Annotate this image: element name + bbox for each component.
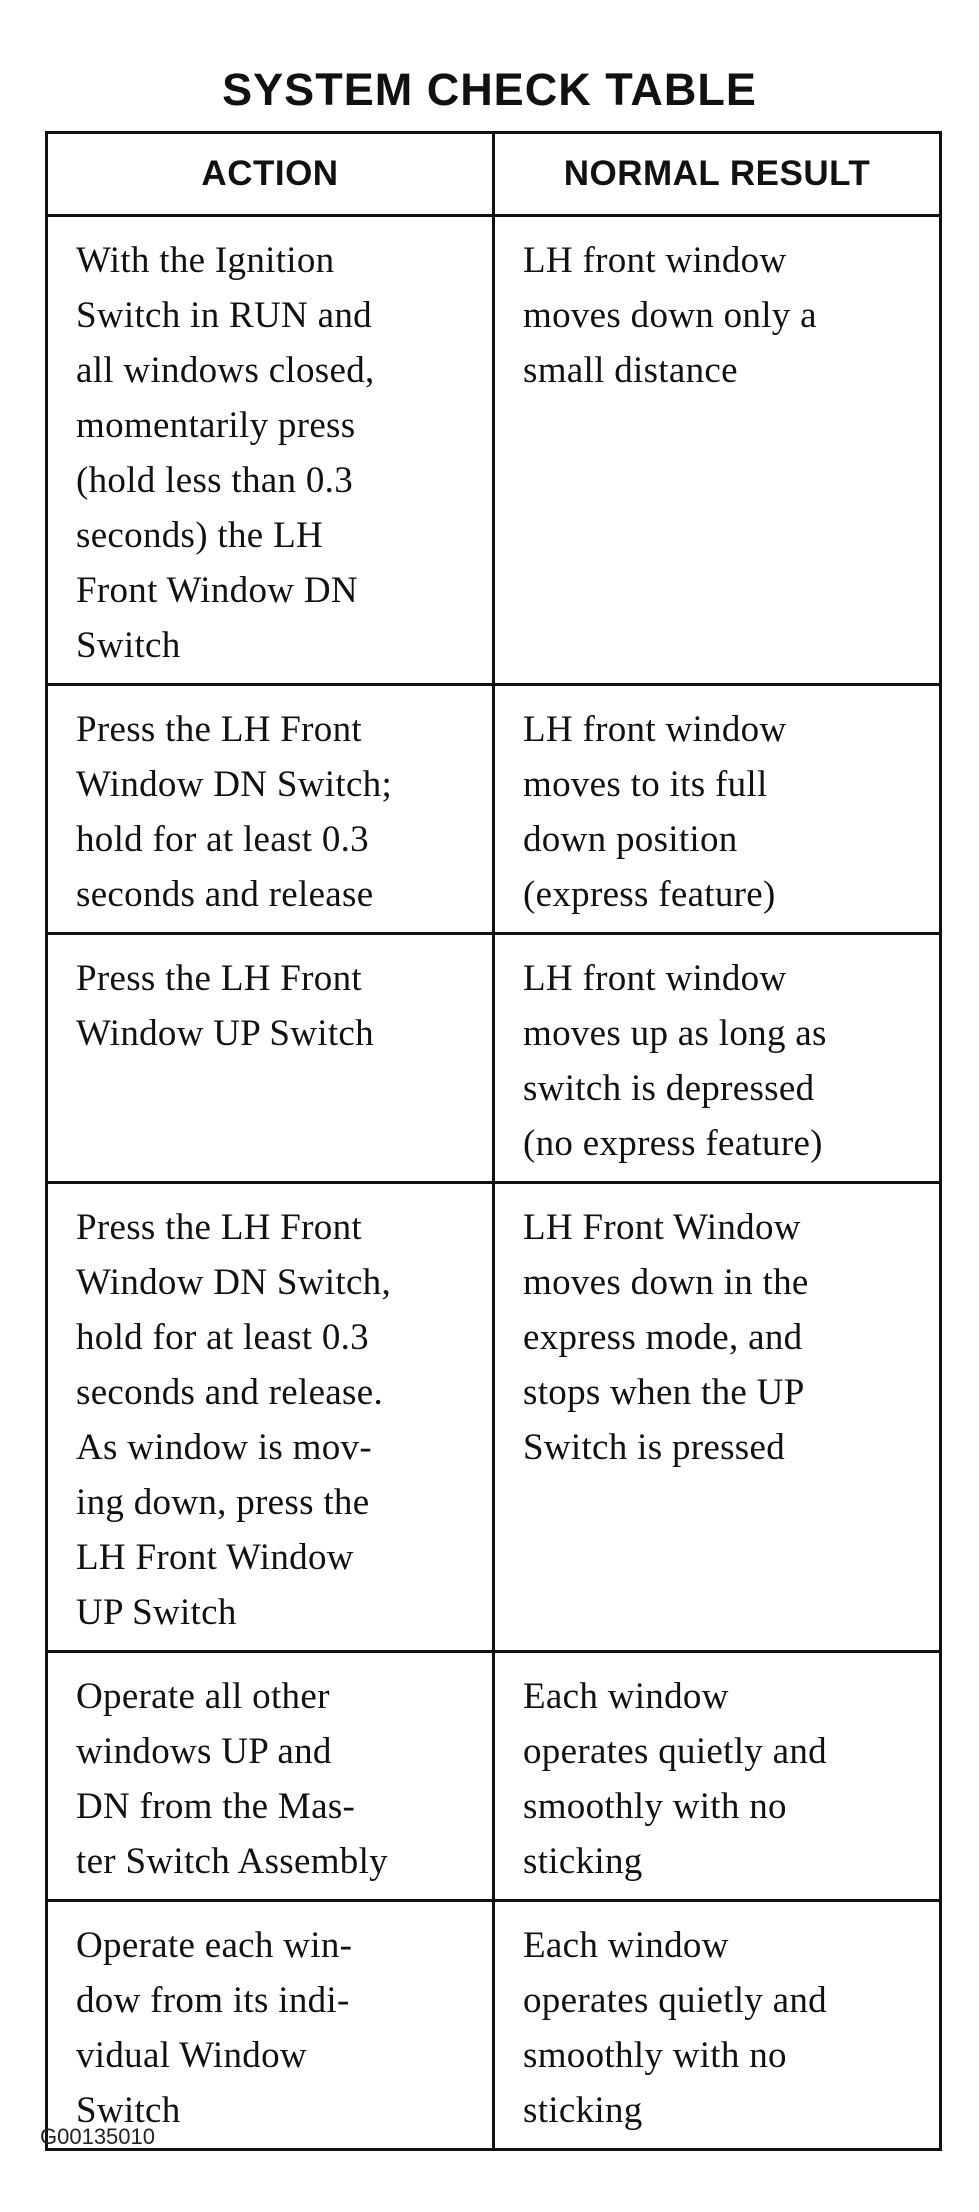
result-cell: Each window operates quietly and smoothl… — [492, 1650, 942, 1902]
action-cell: Press the LH Front Window UP Switch — [45, 932, 495, 1184]
action-cell: Press the LH Front Window DN Switch; hol… — [45, 683, 495, 935]
action-cell: Operate all other windows UP and DN from… — [45, 1650, 495, 1902]
result-cell: LH front window moves to its full down p… — [492, 683, 942, 935]
system-check-table: ACTION NORMAL RESULT With the Ignition S… — [45, 131, 942, 2151]
table-row: With the Ignition Switch in RUN and all … — [45, 214, 942, 686]
column-header-normal-result: NORMAL RESULT — [492, 131, 942, 217]
column-header-action: ACTION — [45, 131, 495, 217]
table-header-row: ACTION NORMAL RESULT — [45, 131, 942, 217]
system-check-table-container: ACTION NORMAL RESULT With the Ignition S… — [45, 131, 942, 2151]
table-row: Press the LH Front Window DN Switch, hol… — [45, 1181, 942, 1653]
action-cell: Press the LH Front Window DN Switch, hol… — [45, 1181, 495, 1653]
result-cell: LH front window moves up as long as swit… — [492, 932, 942, 1184]
table-header: ACTION NORMAL RESULT — [45, 131, 942, 217]
table-body: With the Ignition Switch in RUN and all … — [45, 214, 942, 2151]
page-title: SYSTEM CHECK TABLE — [222, 64, 757, 115]
figure-code: G00135010 — [40, 2124, 155, 2149]
result-cell: LH Front Window moves down in the expres… — [492, 1181, 942, 1653]
table-row: Press the LH Front Window DN Switch; hol… — [45, 683, 942, 935]
table-row: Press the LH Front Window UP Switch LH f… — [45, 932, 942, 1184]
result-cell: LH front window moves down only a small … — [492, 214, 942, 686]
action-cell: With the Ignition Switch in RUN and all … — [45, 214, 495, 686]
table-row: Operate each win- dow from its indi- vid… — [45, 1899, 942, 2151]
action-cell: Operate each win- dow from its indi- vid… — [45, 1899, 495, 2151]
result-cell: Each window operates quietly and smoothl… — [492, 1899, 942, 2151]
table-row: Operate all other windows UP and DN from… — [45, 1650, 942, 1902]
